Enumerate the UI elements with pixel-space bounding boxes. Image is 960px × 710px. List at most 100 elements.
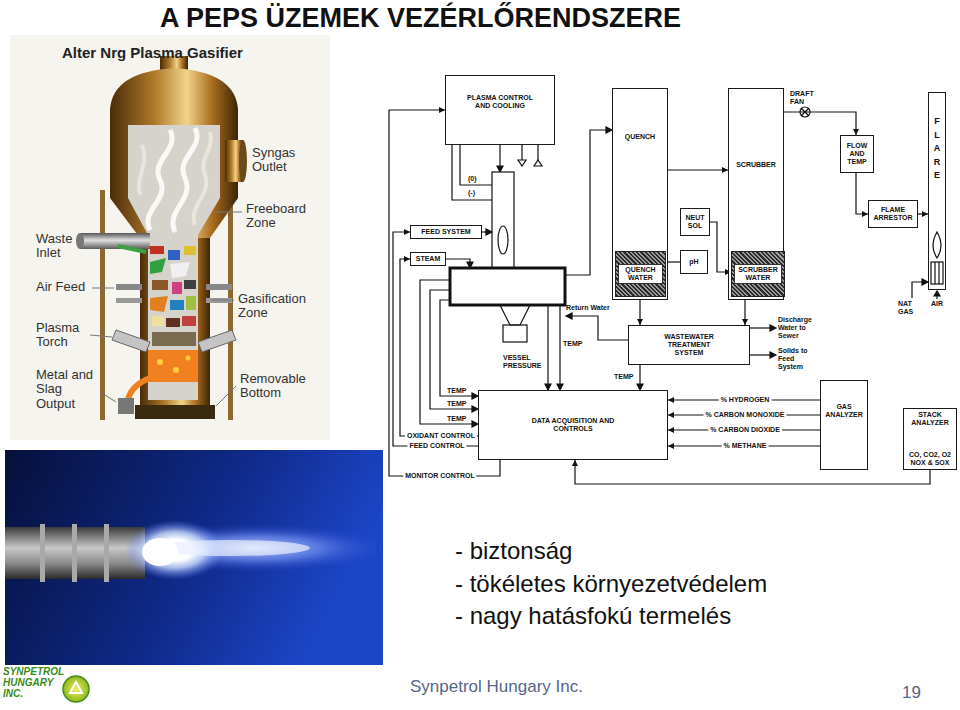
process-schematic (934, 291, 940, 296)
signal-label: TEMP (447, 415, 466, 423)
gasifier-illustration (194, 132, 211, 225)
waste-pieces (135, 246, 215, 419)
gasifier-illustration (110, 68, 238, 110)
sensor-box: FLOW AND TEMP (840, 135, 874, 173)
connector (637, 297, 643, 325)
process-schematic (450, 268, 565, 305)
process-schematic (452, 145, 492, 200)
plasma-torch-photo (5, 450, 385, 665)
process-schematic (770, 352, 776, 358)
bullet-point: - biztonság (455, 538, 572, 564)
connector-line (668, 169, 728, 170)
plasma-torch-photo (104, 524, 109, 582)
waste-pieces (157, 359, 163, 365)
logo-icon (70, 682, 82, 693)
leader-line (216, 386, 236, 406)
connector-line (666, 261, 680, 262)
part-label: Syngas Outlet (252, 146, 308, 175)
waste-pieces (170, 262, 190, 278)
edge-label: % CARBON DIOXIDE (708, 426, 782, 434)
process-schematic (499, 145, 500, 166)
flare-stack: FLARE (928, 92, 946, 290)
gasifier-illustration (239, 140, 247, 182)
part-label: Metal and Slag Output (36, 368, 100, 411)
waste-pieces (186, 296, 196, 310)
connector (784, 112, 859, 135)
box-label: FLAME ARRESTOR (871, 206, 915, 222)
box-label: FLARE (933, 115, 942, 183)
connector (668, 397, 820, 403)
edge-label: % METHANE (722, 442, 769, 450)
gasifier-illustration (128, 125, 220, 400)
connector (856, 173, 868, 217)
signal-label: Return Water (566, 304, 610, 312)
connector (742, 297, 748, 325)
process-schematic (938, 262, 939, 284)
process-schematic (547, 305, 548, 384)
signal-label: TEMP (563, 340, 582, 348)
process-schematic (565, 130, 606, 275)
gasifier-fittings (116, 298, 142, 303)
arrow-head (668, 427, 674, 433)
edge-label: % CARBON MONOXIDE (704, 411, 787, 419)
plasma-torch-photo (72, 524, 77, 582)
vessel-box: QUENCHQUENCH WATER (612, 88, 668, 300)
water-box: QUENCH WATER (615, 251, 666, 297)
waste-pieces (172, 282, 182, 294)
analyzer-box: GAS ANALYZER (820, 380, 868, 470)
box-label: CO, CO2, O2 NOX & SOX (906, 451, 954, 467)
process-schematic (492, 172, 514, 268)
connector-line (784, 112, 856, 135)
box-label: PLASMA CONTROL AND COOLING (467, 94, 533, 110)
waste-pieces (150, 296, 168, 312)
connector-line (856, 173, 868, 214)
process-box: WASTEWATER TREATMENT SYSTEM (628, 325, 750, 365)
control-box: PLASMA CONTROL AND COOLING (445, 75, 555, 145)
signal-label: TEMP (447, 387, 466, 395)
process-schematic (639, 365, 640, 384)
arrow-head (572, 460, 578, 466)
bullet-point: - nagy hatásfokú termelés (455, 603, 731, 629)
gasifier-fittings (198, 330, 236, 352)
leader-line (215, 212, 242, 213)
box-label: SCRUBBER (736, 161, 776, 169)
slide-title: A PEPS ÜZEMEK VEZÉRLŐRENDSZERE (160, 3, 681, 34)
edge-label: MONITOR CONTROL (403, 472, 476, 480)
process-schematic (566, 313, 572, 319)
logo-icon (63, 676, 89, 702)
gasifier-illustration (148, 130, 172, 230)
analyzer-box: STACK ANALYZERCO, CO2, O2 NOX & SOX (903, 408, 957, 470)
edge-label: OXIDANT CONTROL (405, 432, 477, 440)
connector-line (575, 460, 930, 484)
process-schematic (420, 107, 943, 427)
signal-label: VESSEL PRESSURE (503, 354, 545, 370)
vessel-box: SCRUBBERSCRUBBER WATER (728, 88, 784, 300)
waste-pieces (166, 318, 180, 327)
plasma-torch-photo (142, 538, 178, 566)
gasifier-fittings (128, 378, 150, 399)
process-schematic (486, 229, 492, 235)
waste-pieces (152, 280, 168, 290)
process-schematic (460, 145, 492, 185)
process-box: FEED SYSTEM (410, 225, 482, 239)
process-box: FLAME ARRESTOR (868, 200, 918, 228)
arrow-head (668, 412, 674, 418)
connector-line (393, 232, 478, 446)
gasifier-fittings (80, 233, 150, 249)
waste-pieces (152, 332, 196, 346)
box-label: NEUT SOL (683, 214, 707, 230)
waste-pieces (170, 300, 184, 310)
waste-pieces (152, 316, 164, 326)
part-label: Gasification Zone (238, 292, 322, 321)
signal-label: (-) (468, 189, 475, 197)
part-label: Air Feed (36, 280, 85, 294)
process-schematic (750, 354, 770, 355)
signal-label: DRAFT FAN (790, 90, 820, 106)
logo-icon (63, 676, 89, 702)
process-schematic (931, 262, 943, 284)
box-label: DATA ACQUISITION AND CONTROLS (531, 417, 615, 433)
signal-label: TEMP (614, 373, 633, 381)
waste-pieces (148, 350, 198, 382)
signal-label: Solids to Feed System (778, 347, 818, 371)
plasma-torch-photo (40, 524, 45, 582)
